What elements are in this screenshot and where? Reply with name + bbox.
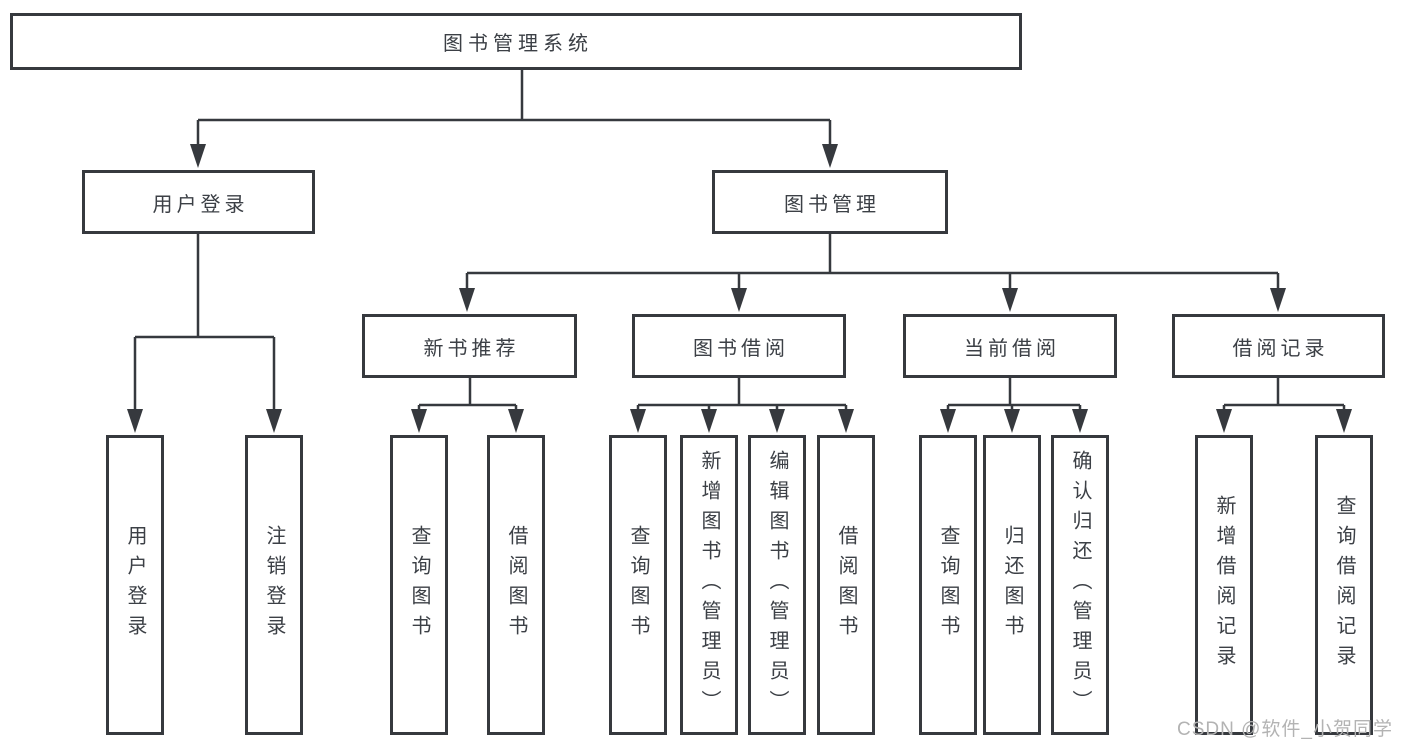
connectors-book-borrowing-children: [630, 378, 854, 433]
leaf-return-books: 归还图书: [983, 435, 1041, 735]
connectors-new-book-recommendation-children: [411, 378, 524, 433]
leaf-label: 新增图书（管理员）: [698, 450, 720, 720]
node-user-login: 用户登录: [82, 170, 315, 234]
leaf-label: 查询图书: [408, 525, 430, 645]
leaf-label: 编辑图书（管理员）: [766, 450, 788, 720]
arrowhead: [1216, 409, 1232, 433]
arrowhead: [459, 288, 475, 312]
leaf-user-login: 用户登录: [106, 435, 164, 735]
leaf-label: 用户登录: [124, 525, 146, 645]
arrowhead: [508, 409, 524, 433]
arrowhead: [190, 144, 206, 168]
leaf-query-borrow-record: 查询借阅记录: [1315, 435, 1373, 735]
arrowhead: [769, 409, 785, 433]
arrowhead: [266, 409, 282, 433]
leaf-label: 借阅图书: [835, 525, 857, 645]
connectors-user-login-children: [127, 234, 282, 433]
csdn-watermark: CSDN @软件_小贺同学: [1177, 719, 1393, 740]
arrowhead: [822, 144, 838, 168]
leaf-add-borrow-record: 新增借阅记录: [1195, 435, 1253, 735]
arrowhead: [630, 409, 646, 433]
leaf-query-books-borrowing: 查询图书: [609, 435, 667, 735]
arrowhead: [838, 409, 854, 433]
leaf-label: 确认归还（管理员）: [1069, 450, 1091, 720]
arrowhead: [1270, 288, 1286, 312]
connectors-book-management-children: [459, 234, 1286, 312]
arrowhead: [411, 409, 427, 433]
connectors-root-to-level2: [190, 70, 838, 168]
arrowhead: [701, 409, 717, 433]
arrowhead: [1072, 409, 1088, 433]
leaf-add-book-admin: 新增图书（管理员）: [680, 435, 738, 735]
leaf-label: 查询图书: [627, 525, 649, 645]
node-library-management-system: 图书管理系统: [10, 13, 1022, 70]
arrowhead: [940, 409, 956, 433]
arrowhead: [731, 288, 747, 312]
arrowhead: [1336, 409, 1352, 433]
leaf-label: 借阅图书: [505, 525, 527, 645]
leaf-label: 查询图书: [937, 525, 959, 645]
connectors-borrowing-records-children: [1216, 378, 1352, 433]
leaf-label: 新增借阅记录: [1213, 495, 1235, 675]
node-current-borrowing: 当前借阅: [903, 314, 1117, 378]
leaf-label: 注销登录: [263, 525, 285, 645]
leaf-query-books-current: 查询图书: [919, 435, 977, 735]
leaf-edit-book-admin: 编辑图书（管理员）: [748, 435, 806, 735]
node-book-management: 图书管理: [712, 170, 948, 234]
leaf-label: 查询借阅记录: [1333, 495, 1355, 675]
leaf-borrow-books-recommend: 借阅图书: [487, 435, 545, 735]
connectors-current-borrowing-children: [940, 378, 1088, 433]
arrowhead: [1004, 409, 1020, 433]
arrowhead: [127, 409, 143, 433]
node-book-borrowing: 图书借阅: [632, 314, 846, 378]
arrowhead: [1002, 288, 1018, 312]
leaf-label: 归还图书: [1001, 525, 1023, 645]
leaf-query-books-recommend: 查询图书: [390, 435, 448, 735]
node-borrowing-records: 借阅记录: [1172, 314, 1385, 378]
leaf-borrow-books: 借阅图书: [817, 435, 875, 735]
leaf-confirm-return-admin: 确认归还（管理员）: [1051, 435, 1109, 735]
leaf-logout: 注销登录: [245, 435, 303, 735]
node-new-book-recommendation: 新书推荐: [362, 314, 577, 378]
